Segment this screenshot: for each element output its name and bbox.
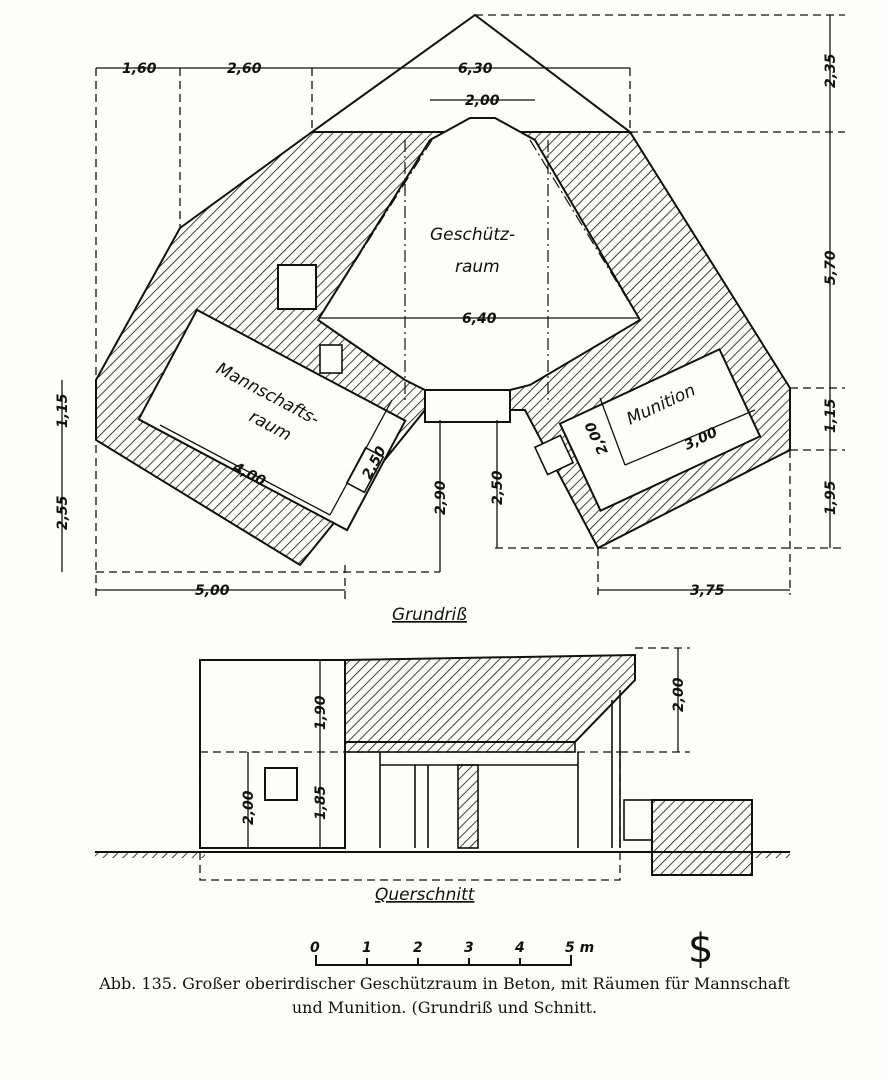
dim-mid-a: 2,90 bbox=[433, 480, 449, 515]
dim-right-a: 2,35 bbox=[823, 53, 839, 88]
scale-tick-0: 0 bbox=[310, 940, 320, 956]
crew-room bbox=[137, 308, 407, 532]
scale-tick-5: 5 m bbox=[565, 940, 594, 956]
ground-hatch-left bbox=[95, 852, 205, 858]
scale-tick-3: 3 bbox=[464, 940, 474, 956]
dim-top-c: 6,30 bbox=[458, 61, 493, 77]
section-title: Querschnitt bbox=[375, 885, 476, 905]
ammo-passage bbox=[533, 434, 575, 476]
dim-left-a: 1,15 bbox=[55, 393, 71, 428]
gun-room-label-2: raum bbox=[455, 257, 500, 277]
dim-top-b: 2,60 bbox=[227, 61, 262, 77]
dim-bottom-b: 3,75 bbox=[690, 583, 725, 599]
dim-top-a: 1,60 bbox=[122, 61, 157, 77]
gun-room-label-1: Geschütz- bbox=[430, 225, 515, 245]
monogram-logo: $ bbox=[688, 926, 713, 972]
plan-title: Grundriß bbox=[392, 605, 467, 625]
niche bbox=[277, 264, 317, 310]
dim-section-h3: 2,00 bbox=[241, 790, 257, 825]
dim-section-h2: 1,85 bbox=[313, 785, 329, 820]
section-roof bbox=[344, 653, 636, 743]
section-window bbox=[264, 767, 298, 801]
section-step bbox=[623, 799, 653, 841]
scale-bar bbox=[315, 955, 572, 966]
dim-right-c: 1,15 bbox=[823, 398, 839, 433]
section-column bbox=[457, 764, 479, 849]
gun-room bbox=[316, 117, 642, 391]
dim-right-b: 5,70 bbox=[823, 250, 839, 285]
entrance bbox=[424, 389, 511, 423]
scale-tick-2: 2 bbox=[413, 940, 423, 956]
ground-hatch-right bbox=[755, 852, 790, 858]
dim-section-h1: 1,90 bbox=[313, 695, 329, 730]
dim-top-inner: 2,00 bbox=[465, 93, 500, 109]
caption-line-1: Abb. 135. Großer oberirdischer Geschützr… bbox=[99, 974, 790, 993]
section-beams bbox=[344, 741, 576, 753]
dim-right-d: 1,95 bbox=[823, 480, 839, 515]
dim-left-b: 2,55 bbox=[55, 495, 71, 530]
section-ammo-block bbox=[651, 799, 753, 876]
dim-section-h4: 2,00 bbox=[671, 677, 687, 712]
crew-passage bbox=[319, 344, 343, 374]
section-wall bbox=[199, 659, 346, 849]
ammo-room bbox=[558, 347, 762, 513]
scale-tick-1: 1 bbox=[362, 940, 372, 956]
caption-line-2: und Munition. (Grundriß und Schnitt. bbox=[291, 998, 598, 1017]
dim-mid-b: 2,50 bbox=[490, 470, 506, 505]
dim-inner-width: 6,40 bbox=[462, 311, 497, 327]
scale-tick-4: 4 bbox=[514, 940, 525, 956]
dim-bottom-a: 5,00 bbox=[195, 583, 230, 599]
